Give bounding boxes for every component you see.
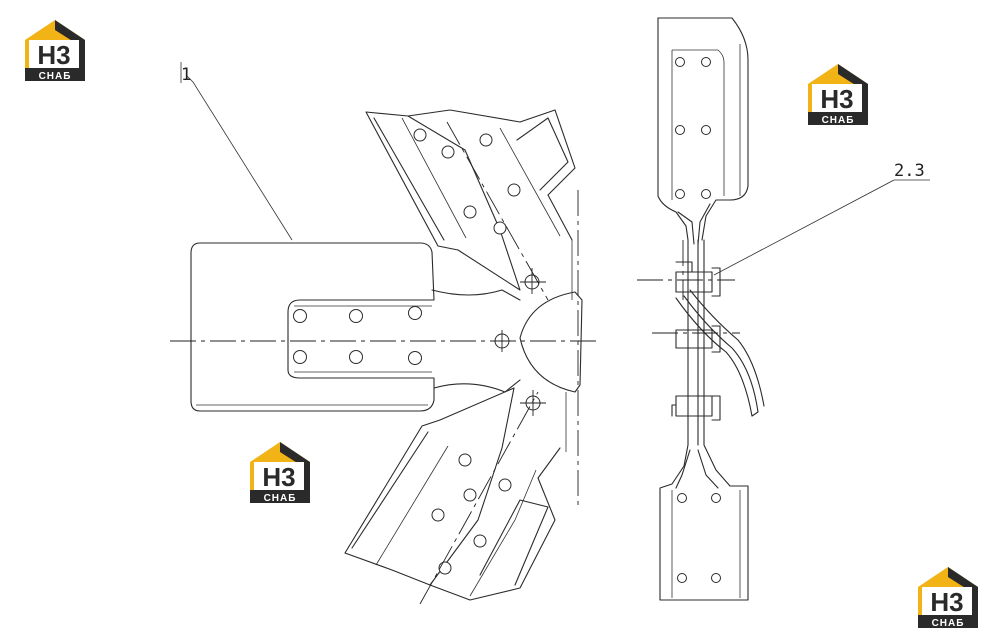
watermark-caption: СНАБ xyxy=(264,493,297,504)
fan-side-view: 2.3 xyxy=(637,17,930,601)
callout-label-2-3: 2.3 xyxy=(894,161,925,181)
watermark-logo-top-right: H3 СНАБ xyxy=(808,64,868,126)
watermark-letters: H3 xyxy=(930,587,963,617)
watermark-logo-bottom-right: H3 СНАБ xyxy=(918,567,978,629)
blade-upper xyxy=(365,109,576,291)
fan-front-view: 1 xyxy=(170,62,600,605)
watermark-logo-top-left: H3 СНАБ xyxy=(25,20,85,82)
blade-lower xyxy=(344,387,561,601)
watermark-letters: H3 xyxy=(37,40,70,70)
callout-leader-2-3 xyxy=(713,179,895,276)
watermark-caption: СНАБ xyxy=(932,618,965,629)
blade-left xyxy=(190,242,435,412)
watermark-caption: СНАБ xyxy=(822,115,855,126)
watermark-letters: H3 xyxy=(820,84,853,114)
watermark-caption: СНАБ xyxy=(39,71,72,82)
callout-label-1: 1 xyxy=(181,65,191,85)
watermark-logo-middle-left: H3 СНАБ xyxy=(250,442,310,504)
watermark-letters: H3 xyxy=(262,462,295,492)
callout-leader-1 xyxy=(185,74,293,241)
